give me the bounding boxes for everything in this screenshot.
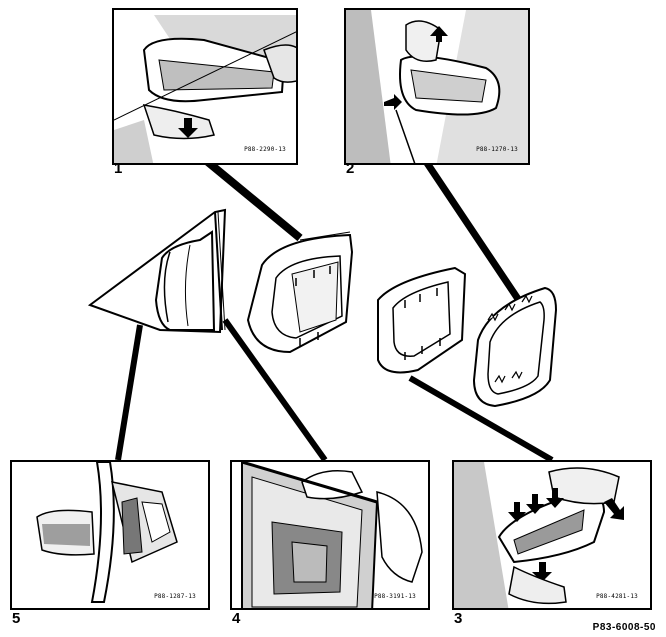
leader-line-panel-3: [408, 375, 554, 463]
photo-code: P88-1270-13: [476, 146, 518, 153]
leader-line-panel-5: [115, 324, 143, 461]
photo-code: P88-1287-13: [154, 593, 196, 600]
figure-reference-code: P83-6008-50: [592, 622, 656, 633]
panel-number-4: 4: [232, 610, 241, 627]
panel-number-1: 1: [114, 160, 123, 177]
photo-removing-mirror-from-door: [12, 462, 208, 608]
photo-code: P88-2290-13: [244, 146, 286, 153]
photo-releasing-inner-frame: [346, 10, 528, 163]
mirror-glass: [472, 286, 558, 408]
panel-number-2: 2: [346, 160, 355, 177]
photo-code: P88-3191-13: [374, 593, 416, 600]
inner-trim-frame: [377, 266, 467, 374]
photo-releasing-glass-clips: [454, 462, 650, 608]
step-photo-panel-3: P88-4281-13: [452, 460, 652, 610]
leader-line-panel-1: [200, 154, 303, 242]
right-arrow-icon: [384, 94, 402, 110]
mirror-housing: [154, 230, 216, 331]
down-right-arrow-icon: [604, 498, 624, 520]
panel-number-3: 3: [454, 610, 463, 627]
step-photo-panel-2: P88-1270-13: [344, 8, 530, 165]
photo-removing-mirror-housing: [114, 10, 296, 163]
photo-code: P88-4281-13: [596, 593, 638, 600]
down-arrow-icon: [526, 494, 544, 514]
leader-line-panel-2: [422, 158, 523, 304]
step-photo-panel-5: P88-1287-13: [10, 460, 210, 610]
outer-shell-frame: [246, 231, 354, 354]
down-arrow-icon: [508, 502, 526, 522]
up-arrow-icon: [430, 26, 448, 42]
step-photo-panel-1: P88-2290-13: [112, 8, 298, 165]
down-arrow-icon: [178, 118, 198, 138]
leader-line-panel-4: [222, 318, 328, 462]
down-arrow-icon: [546, 488, 564, 508]
photo-mirror-base-internals: [232, 462, 428, 608]
panel-number-5: 5: [12, 610, 21, 627]
step-photo-panel-4: P88-3191-13: [230, 460, 430, 610]
